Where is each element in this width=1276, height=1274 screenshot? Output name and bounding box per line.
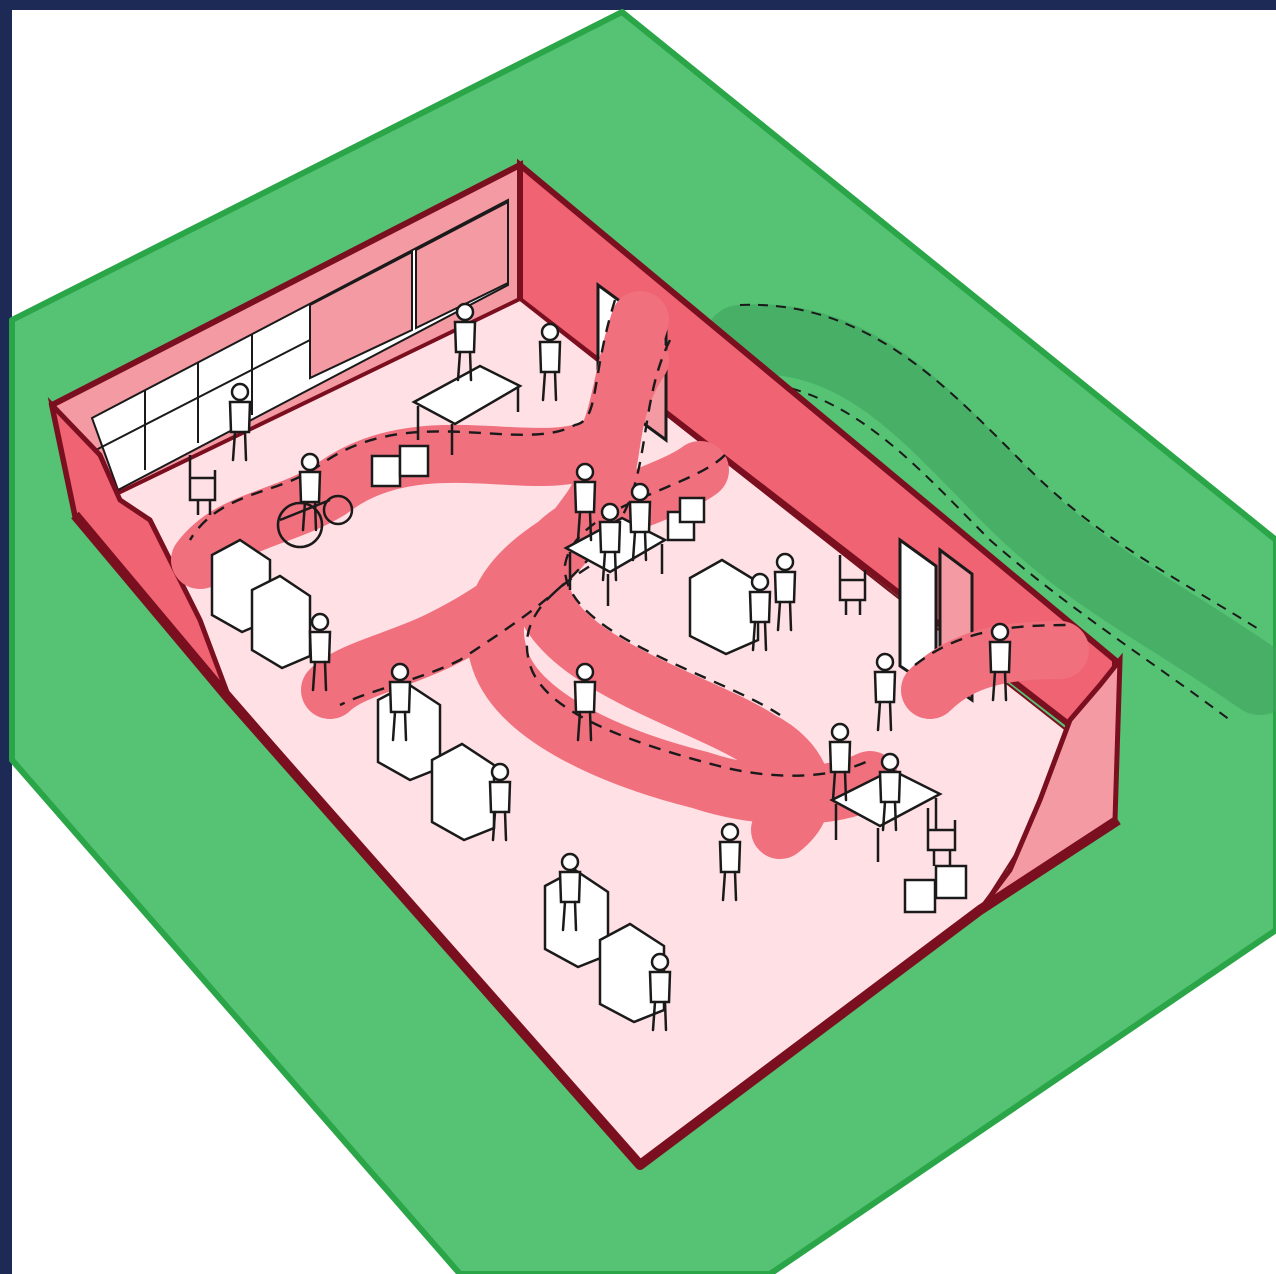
people-group [228,302,1012,1032]
window-shade-2 [415,200,509,330]
person-icon [573,662,597,742]
person-icon [538,322,562,402]
person-icon [828,722,852,802]
person-icon [573,462,597,542]
person-icon [598,502,622,582]
person-icon [873,652,897,732]
person-icon [388,662,412,742]
person-icon [988,622,1012,702]
circulation-path-dashes [188,299,1071,777]
window-mullions [91,334,311,470]
person-icon [773,552,797,632]
person-icon [878,752,902,832]
person-icon [558,852,582,932]
window-shade-1 [309,250,413,380]
person-icon [488,762,512,842]
person-icon [453,302,477,382]
outdoor-path-edge-top [739,303,1261,631]
person-icon [228,382,252,462]
wheelchair-icon [276,494,354,549]
outdoor-path-shadow [705,304,1276,715]
person-icon [648,952,672,1032]
front-wall-edge [71,511,1121,1170]
chair-icon [188,455,957,866]
outdoor-path-edge-bottom [719,378,1231,721]
circulation-path [171,291,1089,859]
person-icon [628,482,652,562]
person-icon [308,612,332,692]
person-icon [298,452,322,532]
person-icon [718,822,742,902]
ballot-box-icon [370,444,968,914]
person-icon [748,572,772,652]
